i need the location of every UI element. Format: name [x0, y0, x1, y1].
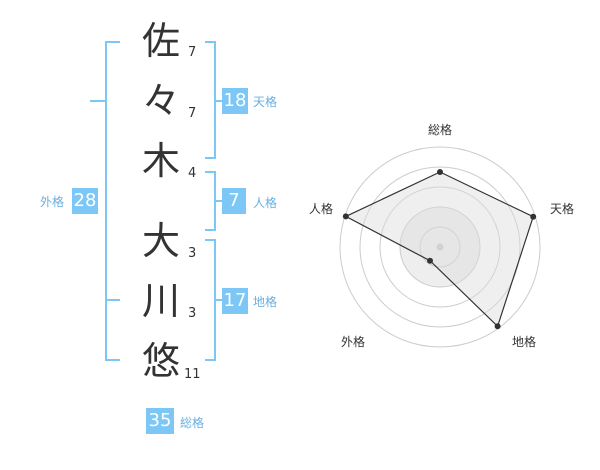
chikaku-label: 地格	[253, 295, 278, 309]
name-char-3: 木	[141, 139, 180, 183]
stroke-count-5: 3	[188, 306, 197, 321]
radar-ring	[399, 206, 481, 288]
radar-ring	[419, 226, 461, 268]
stroke-count-6: 11	[184, 367, 201, 382]
gaikaku-value-badge: 28	[72, 188, 98, 214]
tenkaku-value-badge: 18	[222, 88, 248, 114]
tenkaku-label: 天格	[253, 95, 278, 109]
jinkaku-value-badge: 7	[222, 188, 246, 214]
chikaku-value-badge: 17	[222, 288, 248, 314]
stroke-count-4: 3	[188, 246, 197, 261]
radar-point-4	[427, 257, 434, 264]
radar-label-chikaku: 地格	[512, 335, 537, 349]
radar-label-gaikaku: 外格	[341, 335, 366, 349]
radar-ring	[379, 186, 501, 308]
soukaku-label: 総格	[180, 416, 205, 430]
radar-point-3	[494, 323, 501, 330]
radar-point-1	[437, 169, 443, 175]
radar-label-tenkaku: 天格	[550, 202, 575, 216]
radar-ring	[359, 166, 521, 328]
radar-data-polygon	[344, 171, 534, 328]
radar-center-dot	[436, 243, 444, 251]
radar-ring	[339, 146, 541, 348]
soukaku-value-badge: 35	[146, 408, 174, 434]
gaikaku-label: 外格	[40, 195, 65, 209]
stroke-count-1: 7	[188, 45, 197, 60]
stroke-count-2: 7	[188, 106, 197, 121]
jinkaku-label: 人格	[253, 196, 278, 210]
stroke-count-3: 4	[188, 166, 197, 181]
radar-point-2	[530, 213, 537, 220]
name-char-5: 川	[141, 279, 180, 323]
name-char-4: 大	[141, 219, 180, 263]
radar-label-jinkaku: 人格	[309, 202, 334, 216]
name-char-6: 悠	[141, 339, 180, 383]
name-char-2: 々	[141, 79, 180, 123]
name-char-1: 佐	[141, 19, 180, 63]
radar-point-5	[342, 213, 349, 220]
radar-label-soukaku: 総格	[428, 123, 453, 137]
